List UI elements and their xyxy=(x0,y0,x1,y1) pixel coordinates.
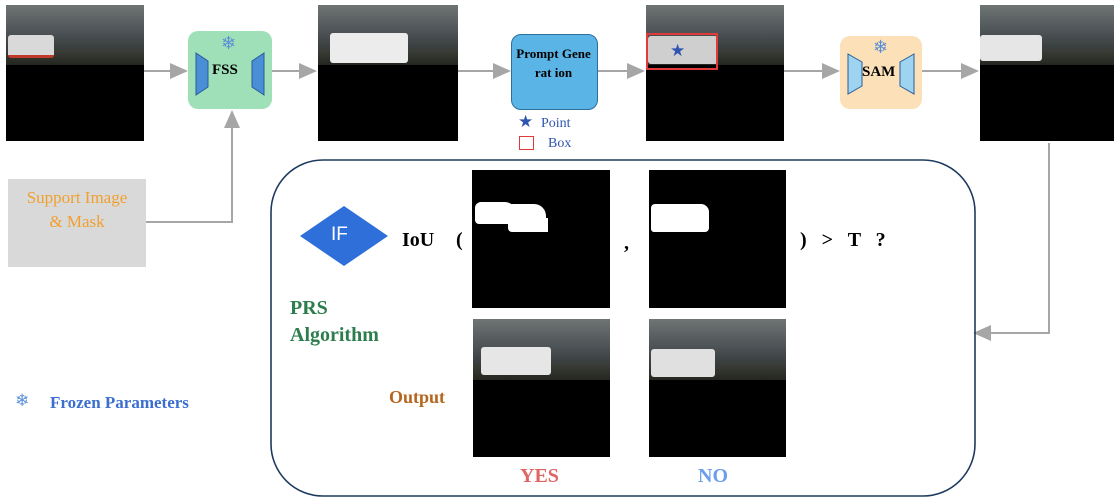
frozen-parameters-label: Frozen Parameters xyxy=(50,393,189,412)
sam-snowflake-icon: ❄ xyxy=(873,37,889,57)
mask-image-b xyxy=(649,170,786,308)
if-diamond xyxy=(300,206,388,266)
prompted-image: ★ xyxy=(646,5,784,141)
prompt-generation-block xyxy=(511,34,598,110)
fss-trapezoids xyxy=(195,52,265,96)
arrow-result-to-prs xyxy=(973,143,1050,341)
box-legend-icon xyxy=(519,136,534,150)
input-image xyxy=(6,5,144,141)
sam-trapezoids xyxy=(847,53,915,95)
mask-image-a xyxy=(472,170,610,308)
legend-box-label: Box xyxy=(548,136,572,151)
iou-label: IoU xyxy=(402,229,435,251)
prs-container xyxy=(270,159,976,497)
iou-comma: , xyxy=(624,232,629,254)
yes-label: YES xyxy=(520,465,559,487)
no-label: NO xyxy=(698,465,728,487)
arrow-support-to-fss xyxy=(146,110,240,223)
support-label: Support Image & Mask xyxy=(26,188,128,231)
prompt-generation-label: Prompt Generat ion xyxy=(516,46,591,80)
output-label: Output xyxy=(389,387,446,407)
iou-open-paren: ( xyxy=(456,229,463,251)
fss-label: FSS xyxy=(212,62,238,78)
prs-algorithm-label: PRS Algorithm xyxy=(290,297,379,346)
output-image-no xyxy=(649,319,786,457)
sam-label: SAM xyxy=(862,64,896,80)
legend-point-label: Point xyxy=(541,116,571,131)
output-image-yes xyxy=(473,319,610,457)
frozen-snowflake-icon: ❄ xyxy=(15,391,30,410)
star-icon: ★ xyxy=(518,112,534,131)
support-image-box xyxy=(8,179,146,267)
if-label: IF xyxy=(331,224,348,245)
fss-snowflake-icon: ❄ xyxy=(221,33,237,53)
fss-output-image xyxy=(318,5,458,141)
iou-threshold: ) > T ? xyxy=(800,229,886,251)
sam-output-image xyxy=(980,5,1114,141)
